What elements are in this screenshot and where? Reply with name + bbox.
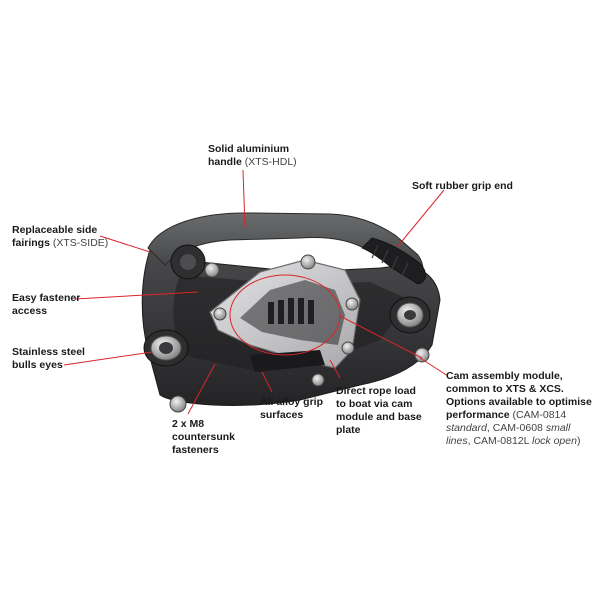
callout-grip-surfaces: All alloy grip surfaces — [260, 396, 324, 421]
rubber-grip-end — [361, 237, 426, 285]
bolts — [169, 254, 430, 413]
callout-bulls-eyes: Stainless steel bulls eyes — [12, 346, 85, 371]
bulls-eye-right — [389, 296, 431, 334]
grip-surface — [250, 350, 325, 372]
callout-grip-end: Soft rubber grip end — [412, 180, 513, 192]
bulls-eye-left — [143, 329, 189, 367]
callout-cam-module: Cam assembly module, common to XTS & XCS… — [446, 370, 592, 447]
callout-fairings: Replaceable side fairings (XTS-SIDE) — [12, 224, 109, 249]
callout-handle: Solid aluminium handle (XTS-HDL) — [208, 143, 297, 168]
callout-countersunk: 2 x M8 countersunk fasteners — [172, 418, 236, 456]
leader-lines — [63, 169, 449, 415]
callout-fastener: Easy fastener access — [12, 292, 81, 317]
callout-rope-load: Direct rope load to boat via cam module … — [336, 385, 422, 436]
